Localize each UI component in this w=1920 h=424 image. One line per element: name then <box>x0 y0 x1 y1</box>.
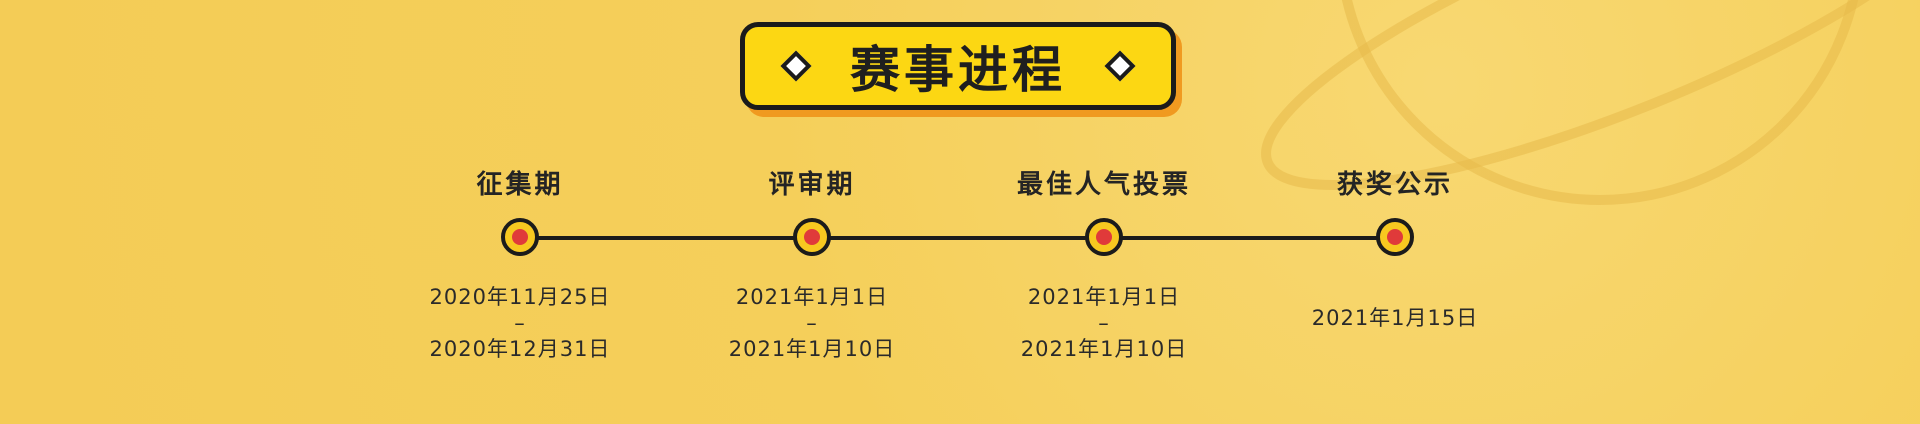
timeline-node <box>501 218 539 256</box>
diamond-icon <box>1104 50 1136 82</box>
stage-dates: 2021年1月15日 <box>1265 305 1525 331</box>
stage-title: 最佳人气投票 <box>1016 170 1191 200</box>
stage-end-date: 2020年12月31日 <box>429 337 611 361</box>
stage-title: 评审期 <box>768 170 856 200</box>
stage-end-date: 2021年1月10日 <box>1020 337 1188 361</box>
timeline-stage-popular-vote: 最佳人气投票 2021年1月1日 – 2021年1月10日 <box>974 168 1234 361</box>
timeline-stage-review: 评审期 2021年1月1日 – 2021年1月10日 <box>682 168 942 361</box>
stage-start-date: 2020年11月25日 <box>429 285 611 309</box>
stage-start-date: 2021年1月1日 <box>735 285 889 309</box>
stage-date: 2021年1月15日 <box>1311 306 1479 330</box>
diamond-icon <box>780 50 812 82</box>
date-separator: – <box>806 311 818 335</box>
timeline-stage-announcement: 获奖公示 2021年1月15日 <box>1265 168 1525 330</box>
stage-title: 获奖公示 <box>1336 170 1453 200</box>
node-dot <box>1096 229 1112 245</box>
stage-dates: 2021年1月1日 – 2021年1月10日 <box>974 284 1234 362</box>
stage-start-date: 2021年1月1日 <box>1027 285 1181 309</box>
timeline-line <box>520 236 1395 240</box>
date-separator: – <box>1098 311 1110 335</box>
node-dot <box>512 229 528 245</box>
stage-end-date: 2021年1月10日 <box>728 337 896 361</box>
stage-title: 征集期 <box>476 170 564 200</box>
node-dot <box>804 229 820 245</box>
timeline-node <box>1376 218 1414 256</box>
stage-dates: 2021年1月1日 – 2021年1月10日 <box>682 284 942 362</box>
timeline-node <box>1085 218 1123 256</box>
timeline-node <box>793 218 831 256</box>
node-dot <box>1387 229 1403 245</box>
section-title-banner: 赛事进程 <box>740 22 1176 110</box>
date-separator: – <box>514 311 526 335</box>
stage-dates: 2020年11月25日 – 2020年12月31日 <box>390 284 650 362</box>
timeline-stage-collection: 征集期 2020年11月25日 – 2020年12月31日 <box>390 168 650 361</box>
page-title: 赛事进程 <box>850 41 1066 99</box>
